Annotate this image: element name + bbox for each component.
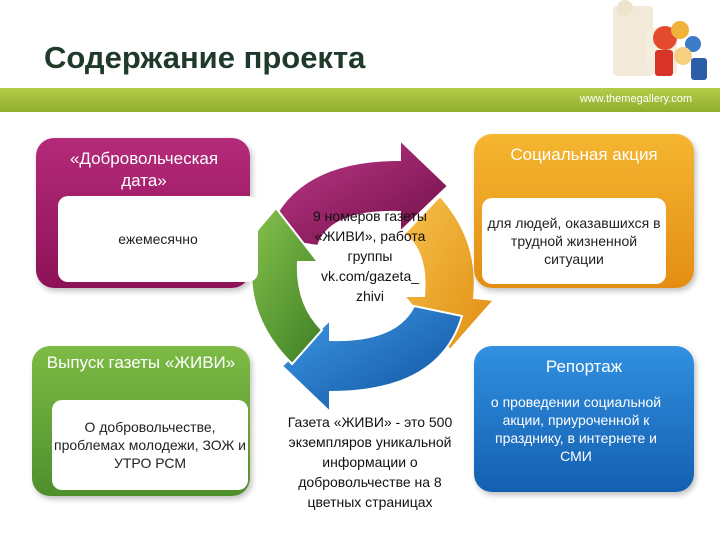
newspaper-issue-heading: Выпуск газеты «ЖИВИ» <box>46 353 236 372</box>
report-box: Репортаж о проведении социальной акции, … <box>474 346 694 492</box>
social-action-text: для людей, оказавшихся в трудной жизненн… <box>482 198 666 284</box>
volunteer-date-heading: «Добровольческая дата» <box>69 149 219 190</box>
report-text: о проведении социальной акции, приурочен… <box>490 394 662 464</box>
blue-arrow <box>280 304 464 415</box>
newspaper-issue-box: Выпуск газеты «ЖИВИ» О добровольчестве, … <box>32 346 250 496</box>
social-action-box: Социальная акция для людей, оказавшихся … <box>474 134 694 288</box>
header-bar <box>0 88 720 112</box>
page-title: Содержание проекта <box>44 40 366 75</box>
center-top-text: 9 номеров газеты «ЖИВИ», работа группы v… <box>313 208 427 304</box>
website-url: www.themegallery.com <box>579 93 692 105</box>
report-heading: Репортаж <box>545 357 623 376</box>
social-action-heading: Социальная акция <box>510 145 658 164</box>
volunteer-date-text: ежемесячно <box>58 196 258 282</box>
puzzle-figure-illustration <box>613 0 707 80</box>
center-bottom-text: Газета «ЖИВИ» - это 500 экземпляров уник… <box>287 414 453 510</box>
newspaper-issue-text: О добровольчестве, проблемах молодежи, З… <box>52 400 248 490</box>
magenta-arrow <box>264 137 450 248</box>
volunteer-date-box: «Добровольческая дата» ежемесячно <box>36 138 258 288</box>
